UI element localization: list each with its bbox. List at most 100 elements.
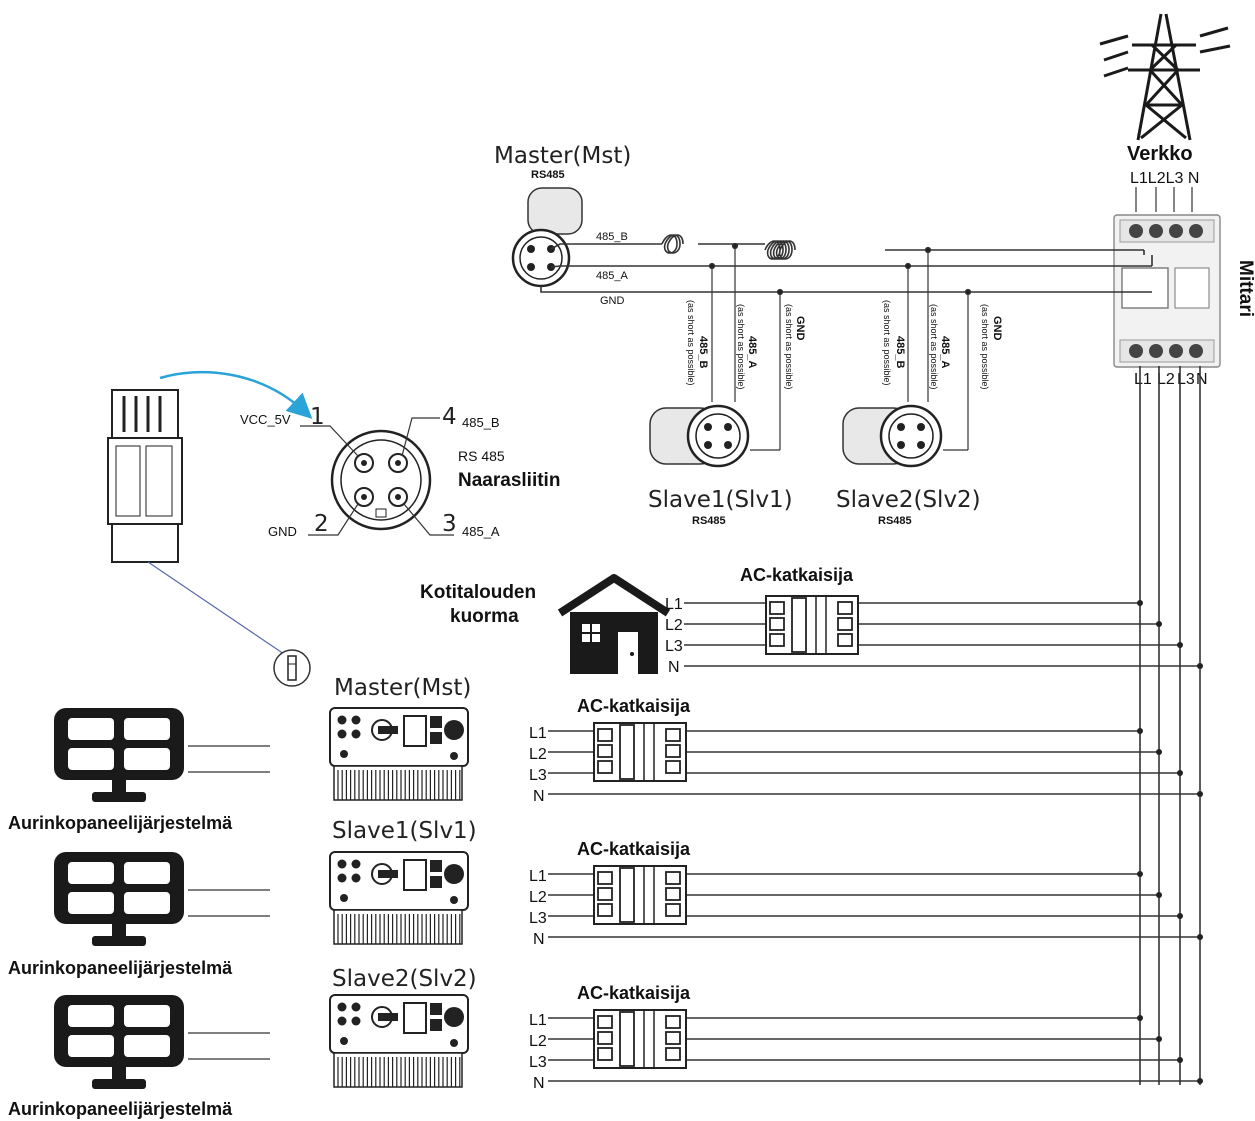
slave1-drop-labels: 485_B (as short as possible) 485_A (as s… bbox=[686, 300, 806, 390]
svg-text:L2: L2 bbox=[1157, 371, 1175, 388]
master-rs485-plug bbox=[511, 187, 583, 288]
rs485-female-socket bbox=[330, 429, 432, 531]
svg-text:1: 1 bbox=[310, 404, 325, 430]
energy-meter bbox=[1113, 214, 1221, 368]
rs485-cable-connector-icon bbox=[107, 389, 183, 563]
svg-text:(as short as possible): (as short as possible) bbox=[980, 304, 990, 390]
svg-text:L2: L2 bbox=[665, 617, 683, 634]
svg-text:L1: L1 bbox=[529, 1012, 547, 1029]
svg-text:(as short as possible): (as short as possible) bbox=[686, 300, 696, 386]
pv-label-slave2: Aurinkopaneelijärjestelmä bbox=[8, 1099, 233, 1119]
svg-text:(as short as possible): (as short as possible) bbox=[929, 304, 939, 390]
bus-a-label: 485_A bbox=[596, 270, 628, 282]
socket-pin-labels: VCC_5V 1 4 485_B GND 2 3 485_A bbox=[240, 404, 500, 539]
bus-gnd-label: GND bbox=[600, 295, 625, 307]
svg-text:(as short as possible): (as short as possible) bbox=[784, 304, 794, 390]
slave2-rs485-plug bbox=[842, 404, 943, 468]
household-line-labels: L1 L2 L3 N bbox=[665, 596, 683, 676]
inverter-1-breaker bbox=[593, 865, 687, 925]
pv-label-slave1: Aurinkopaneelijärjestelmä bbox=[8, 958, 233, 978]
svg-text:L3: L3 bbox=[1177, 371, 1195, 388]
house-icon bbox=[557, 574, 671, 674]
inverter-0-breaker bbox=[593, 722, 687, 782]
bus-slave1-port: RS485 bbox=[692, 515, 726, 527]
inverter-2-breaker bbox=[593, 1009, 687, 1069]
inverter-slave1-title: Slave1(Slv1) bbox=[332, 818, 477, 844]
household-title-line1: Kotitalouden bbox=[420, 582, 536, 603]
bus-master-title: Master(Mst) bbox=[494, 143, 631, 169]
svg-text:(as short as possible): (as short as possible) bbox=[882, 300, 892, 386]
inverter-master-line-labels: L1 L2 L3 N bbox=[529, 725, 547, 805]
svg-text:485_A: 485_A bbox=[746, 336, 758, 368]
svg-text:N: N bbox=[533, 788, 545, 805]
household-phase-rows bbox=[684, 600, 1203, 669]
svg-text:L2: L2 bbox=[529, 746, 547, 763]
svg-text:L3: L3 bbox=[529, 767, 547, 784]
svg-text:L1: L1 bbox=[665, 596, 683, 613]
slave-drop-wires bbox=[708, 242, 972, 451]
bus-slave1-title: Slave1(Slv1) bbox=[648, 487, 793, 513]
socket-pin-leaders bbox=[300, 417, 454, 536]
meter-bottom-labels: L1 L2 L3 N bbox=[1134, 371, 1208, 388]
connector-detail-arrow bbox=[159, 370, 313, 419]
svg-text:N: N bbox=[668, 659, 680, 676]
inverter-master-title: Master(Mst) bbox=[334, 675, 471, 701]
grid-title: Verkko bbox=[1127, 143, 1193, 165]
svg-text:L3: L3 bbox=[665, 638, 683, 655]
solar-panel-icon bbox=[54, 708, 270, 802]
power-tower-icon bbox=[1099, 13, 1231, 141]
connector-title-line2: Naarasliitin bbox=[458, 470, 560, 491]
svg-text:N: N bbox=[533, 1075, 545, 1092]
svg-text:L3: L3 bbox=[529, 1054, 547, 1071]
slave1-rs485-plug bbox=[649, 404, 750, 468]
svg-text:GND: GND bbox=[794, 316, 806, 341]
svg-text:N: N bbox=[533, 931, 545, 948]
breaker-title-slave2: AC-katkaisija bbox=[577, 983, 691, 1003]
svg-text:4: 4 bbox=[442, 404, 457, 430]
inverter-slave2-title: Slave2(Slv2) bbox=[332, 966, 477, 992]
rs485-bus-wires bbox=[540, 234, 1153, 293]
svg-text:L1: L1 bbox=[529, 725, 547, 742]
inverter-port-callout bbox=[273, 649, 311, 687]
svg-text:GND: GND bbox=[991, 316, 1003, 341]
solar-panel-icon bbox=[54, 995, 270, 1089]
inverter-slave1-line-labels: L1 L2 L3 N bbox=[529, 868, 547, 948]
slave2-drop-labels: 485_B (as short as possible) 485_A (as s… bbox=[882, 300, 1003, 390]
household-title-line2: kuorma bbox=[450, 606, 519, 627]
pv-inverter-rows bbox=[54, 707, 469, 1089]
household-breaker bbox=[765, 595, 859, 655]
ac-wiring bbox=[548, 366, 1203, 1085]
breaker-title-master: AC-katkaisija bbox=[577, 696, 691, 716]
inverter-icon bbox=[329, 851, 469, 945]
grid-phase-labels: L1L2L3 N bbox=[1130, 170, 1199, 187]
inverter-icon bbox=[329, 707, 469, 801]
svg-text:N: N bbox=[1196, 371, 1208, 388]
svg-text:VCC_5V: VCC_5V bbox=[240, 412, 291, 427]
connector-location-leader bbox=[147, 561, 285, 655]
svg-text:L3: L3 bbox=[529, 910, 547, 927]
svg-text:GND: GND bbox=[268, 524, 297, 539]
breaker-title-slave1: AC-katkaisija bbox=[577, 839, 691, 859]
svg-text:L1: L1 bbox=[529, 868, 547, 885]
bus-master-port: RS485 bbox=[531, 169, 565, 181]
meter-title: Mittari bbox=[1235, 260, 1255, 317]
household-breaker-title: AC-katkaisija bbox=[740, 565, 854, 585]
solar-panel-icon bbox=[54, 852, 270, 946]
svg-text:L2: L2 bbox=[529, 889, 547, 906]
svg-text:485_B: 485_B bbox=[697, 336, 709, 368]
svg-text:485_B: 485_B bbox=[462, 415, 500, 430]
bus-slave2-title: Slave2(Slv2) bbox=[836, 487, 981, 513]
svg-text:485_B: 485_B bbox=[894, 336, 906, 368]
inverter-slave2-line-labels: L1 L2 L3 N bbox=[529, 1012, 547, 1092]
pv-label-master: Aurinkopaneelijärjestelmä bbox=[8, 813, 233, 833]
svg-text:3: 3 bbox=[442, 511, 457, 537]
svg-text:(as short as possible): (as short as possible) bbox=[736, 304, 746, 390]
svg-text:L1: L1 bbox=[1134, 371, 1152, 388]
svg-text:485_A: 485_A bbox=[462, 524, 500, 539]
connector-title-line1: RS 485 bbox=[458, 448, 505, 464]
svg-text:2: 2 bbox=[314, 511, 329, 537]
svg-text:485_A: 485_A bbox=[939, 336, 951, 368]
grid-phase-wires bbox=[1135, 187, 1193, 212]
inverter-icon bbox=[329, 994, 469, 1088]
